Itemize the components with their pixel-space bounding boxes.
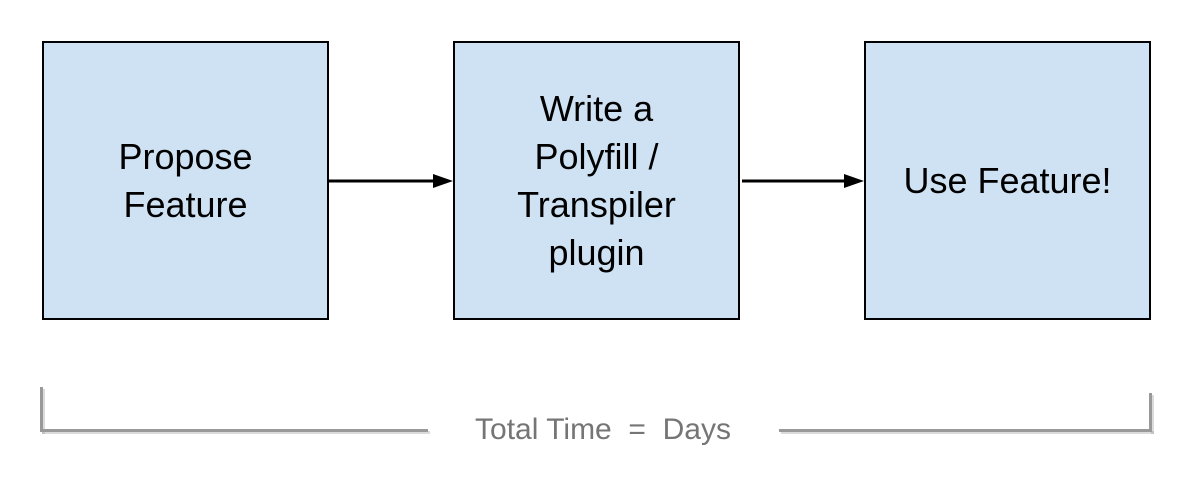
arrow-right-icon (329, 174, 453, 188)
bracket-tick-left (40, 387, 43, 432)
total-time-label: Total Time = Days (475, 413, 731, 446)
bracket-line-left (40, 429, 428, 432)
step-label: Write a Polyfill / Transpiler plugin (517, 87, 676, 273)
bracket-tick-right (1149, 393, 1152, 432)
step-label: Use Feature! (903, 159, 1112, 201)
step-use-feature: Use Feature! (864, 41, 1151, 320)
bracket-line-right (779, 429, 1152, 432)
arrow-right-icon (742, 174, 864, 188)
step-label: Propose Feature (118, 135, 253, 225)
step-write-polyfill: Write a Polyfill / Transpiler plugin (453, 41, 740, 320)
step-propose-feature: Propose Feature (42, 41, 329, 320)
